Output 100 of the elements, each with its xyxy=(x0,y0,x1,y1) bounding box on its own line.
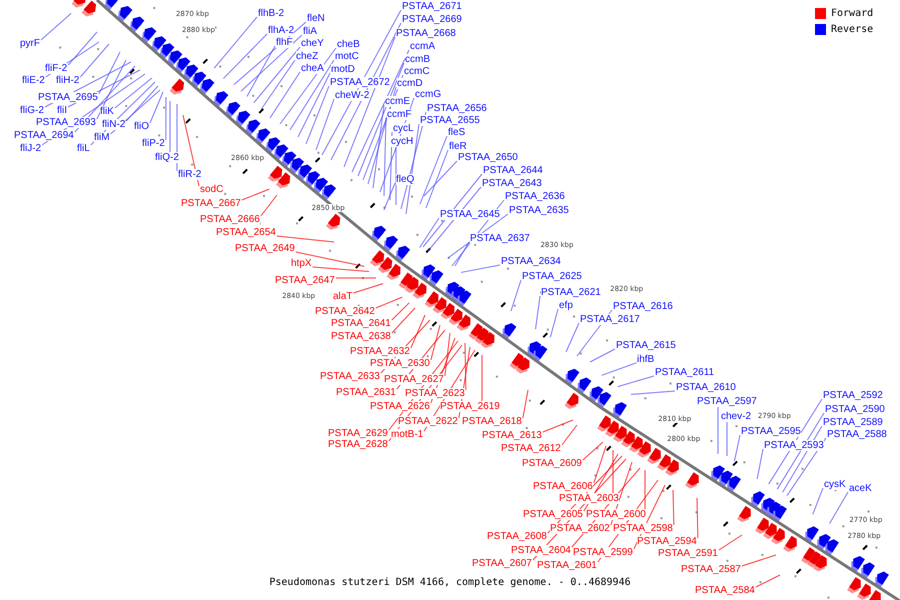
leader-line xyxy=(98,52,120,94)
gene-label: PSTAA_2611 xyxy=(655,367,714,378)
leader-line xyxy=(601,362,636,376)
leader-line xyxy=(280,48,336,124)
gene-label: fliP-2 xyxy=(142,138,165,149)
leader-line xyxy=(406,124,420,214)
leader-line xyxy=(612,450,614,494)
leader-line xyxy=(776,412,824,490)
gene-label: fliO xyxy=(134,121,149,132)
gene-label: PSTAA_2605 xyxy=(523,509,583,520)
gene-label: PSTAA_2631 xyxy=(336,387,396,398)
leader-line xyxy=(270,72,300,118)
leader-line xyxy=(126,86,158,122)
gene-label: PSTAA_2643 xyxy=(482,178,542,189)
leader-line xyxy=(312,266,370,272)
gene-label: PSTAA_2669 xyxy=(402,14,462,25)
leader-line xyxy=(755,574,780,588)
leader-line xyxy=(812,488,824,515)
gene-label: ccmB xyxy=(405,54,430,65)
gene-label: PSTAA_2587 xyxy=(681,564,741,575)
gene-label: PSTAA_2637 xyxy=(470,233,530,244)
leader-line xyxy=(410,314,426,348)
leader-line xyxy=(542,420,574,432)
leader-line xyxy=(522,390,528,418)
leader-line xyxy=(295,252,365,267)
leader-line xyxy=(644,470,646,510)
leader-line xyxy=(96,60,126,120)
gene-label: fliE-2 xyxy=(22,75,45,86)
leader-line xyxy=(510,280,522,312)
gene-label: PSTAA_2588 xyxy=(827,429,887,440)
gene-label: flhA-2 xyxy=(268,25,294,36)
gene-label: PSTAA_2612 xyxy=(501,443,561,454)
leader-line xyxy=(358,62,404,176)
gene-label: cheY xyxy=(301,38,324,49)
gene-label: fleR xyxy=(449,141,467,152)
leader-line xyxy=(424,160,458,196)
gene-label: PSTAA_2628 xyxy=(328,439,388,450)
gene-label: cheZ xyxy=(296,51,318,62)
gene-label: cheW-2 xyxy=(335,90,370,101)
gene-label: PSTAA_2591 xyxy=(658,548,718,559)
leader-line xyxy=(426,150,448,208)
leader-line xyxy=(290,60,334,130)
leader-line xyxy=(260,194,278,216)
leader-line xyxy=(741,554,776,566)
leader-line xyxy=(298,72,330,138)
gene-label: PSTAA_2645 xyxy=(440,209,500,220)
gene-label: PSTAA_2638 xyxy=(331,331,391,342)
gene-label: fliQ-2 xyxy=(155,152,179,163)
gene-label: PSTAA_2629 xyxy=(328,428,388,439)
gene-label: PSTAA_2617 xyxy=(580,314,640,325)
gene-label: PSTAA_2613 xyxy=(482,430,542,441)
gene-label: PSTAA_2668 xyxy=(396,28,456,39)
gene-label: PSTAA_2647 xyxy=(275,275,335,286)
gene-label: PSTAA_2625 xyxy=(522,271,582,282)
gene-label: PSTAA_2656 xyxy=(427,103,487,114)
leader-line xyxy=(390,132,392,200)
gene-label: ccmE xyxy=(385,96,410,107)
gene-label: fliN-2 xyxy=(102,119,126,130)
leader-line xyxy=(420,136,448,204)
gene-label: PSTAA_2641 xyxy=(331,318,391,329)
leader-line xyxy=(260,60,296,110)
leader-line xyxy=(40,12,72,40)
leader-line xyxy=(176,104,178,172)
leader-line xyxy=(150,92,164,124)
gene-label: PSTAA_2593 xyxy=(764,440,824,451)
gene-label: PSTAA_2601 xyxy=(537,560,597,571)
caption: Pseudomonas stutzeri DSM 4166, complete genome. - 0..4689946 xyxy=(268,577,632,588)
gene-label: PSTAA_2671 xyxy=(402,1,462,12)
leader-line xyxy=(718,534,742,550)
leader-line xyxy=(566,322,580,352)
leader-line xyxy=(696,498,698,538)
leader-line xyxy=(726,422,728,456)
gene-label: ccmC xyxy=(404,66,430,77)
leader-line xyxy=(375,296,403,308)
gene-label: PSTAA_2609 xyxy=(522,458,582,469)
gene-label: PSTAA_2666 xyxy=(200,214,260,225)
gene-label: PSTAA_2626 xyxy=(370,401,430,412)
gene-label: PSTAA_2608 xyxy=(487,531,547,542)
gene-label: ccmA xyxy=(410,41,435,52)
gene-label: cycH xyxy=(391,136,414,147)
gene-label: fliG-2 xyxy=(20,105,44,116)
gene-label: fleS xyxy=(448,127,466,138)
gene-label: PSTAA_2694 xyxy=(14,130,74,141)
leader-line xyxy=(829,492,848,524)
gene-label: fliM xyxy=(94,132,110,143)
gene-label: PSTAA_2589 xyxy=(823,417,883,428)
legend-text: Reverse xyxy=(831,24,874,35)
leader-line xyxy=(430,324,440,360)
leader-line xyxy=(617,376,654,388)
leader-line xyxy=(352,283,384,294)
gene-label: fliI xyxy=(57,105,67,116)
gene-label: PSTAA_2603 xyxy=(559,493,619,504)
gene-label: fliK xyxy=(100,106,114,117)
gene-label: aceK xyxy=(849,483,872,494)
gene-label: PSTAA_2654 xyxy=(216,227,276,238)
gene-label: PSTAA_2672 xyxy=(330,77,390,88)
leader-line xyxy=(253,46,300,104)
leader-line xyxy=(460,264,500,273)
gene-label: PSTAA_2618 xyxy=(462,416,522,427)
gene-label: fliF-2 xyxy=(45,63,68,74)
